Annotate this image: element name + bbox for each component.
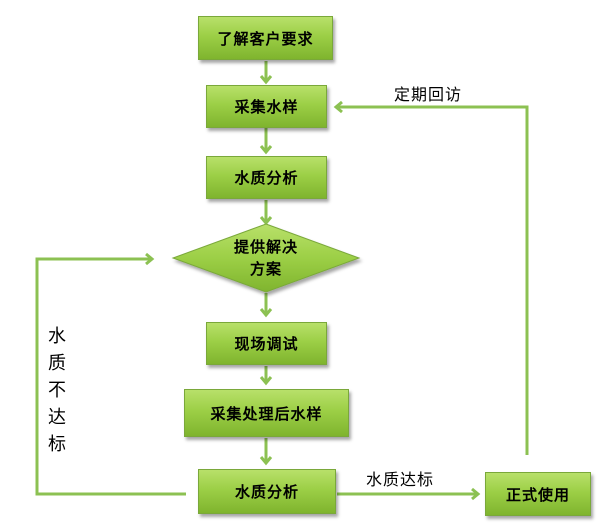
pass-arrow bbox=[337, 487, 481, 501]
node-formal-use: 正式使用 bbox=[485, 472, 591, 516]
node-water-analysis-1: 水质分析 bbox=[206, 156, 327, 199]
label-periodic-revisit: 定期回访 bbox=[394, 85, 463, 104]
node-collect-treated-sample: 采集处理后水样 bbox=[184, 389, 349, 437]
main-flow-arrows bbox=[259, 61, 273, 466]
node-provide-solution: 提供解决 方案 bbox=[206, 236, 326, 280]
revisit-loop bbox=[333, 100, 529, 455]
node-understand-requirements: 了解客户要求 bbox=[198, 16, 333, 60]
label-quality-fail: 水质不达标 bbox=[48, 326, 66, 455]
node-water-analysis-2: 水质分析 bbox=[198, 469, 336, 514]
solution-line-2: 方案 bbox=[249, 260, 282, 278]
fail-loop bbox=[35, 252, 186, 496]
solution-line-1: 提供解决 bbox=[233, 238, 298, 256]
label-quality-pass: 水质达标 bbox=[366, 470, 435, 489]
solution-diamond bbox=[171, 223, 361, 293]
node-onsite-debug: 现场调试 bbox=[206, 322, 327, 365]
node-collect-sample: 采集水样 bbox=[206, 85, 327, 128]
